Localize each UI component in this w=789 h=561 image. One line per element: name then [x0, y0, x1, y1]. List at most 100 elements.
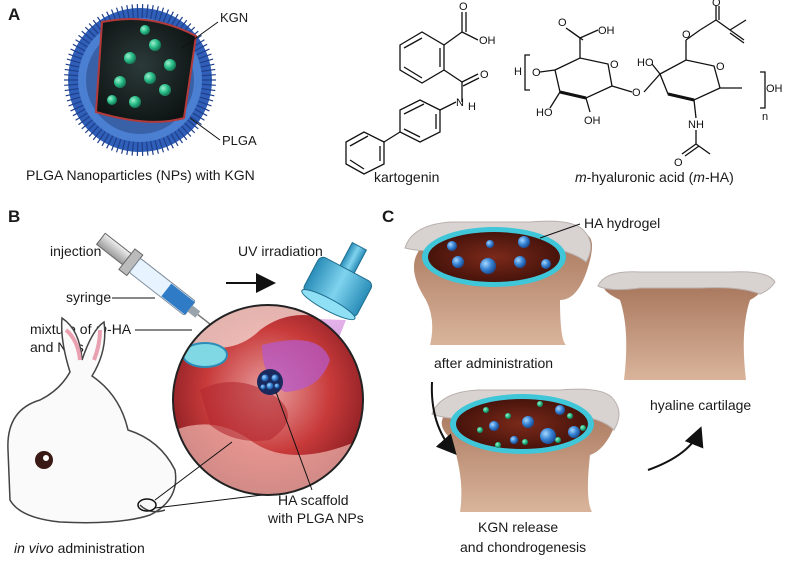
plga-chain-spike [121, 140, 126, 154]
ha-atom-ho-1: HO [536, 107, 553, 119]
m-ha-structure [524, 6, 766, 157]
plga-chain-spike [196, 104, 210, 112]
ha-caption-italic2: m [693, 169, 705, 185]
plga-chain-spike [162, 9, 170, 23]
plga-chain-spike [65, 63, 80, 68]
plga-chain-spike [158, 138, 165, 153]
plga-chain-spike [72, 108, 86, 117]
plga-chain-spike [201, 83, 216, 86]
ha-atom-o-link: O [632, 87, 641, 99]
syringe-illustration [95, 232, 224, 335]
plga-chain-spike [201, 74, 216, 77]
plga-chain-spike [84, 122, 96, 134]
ha-atom-h: H [514, 66, 522, 78]
plga-chain-spike [110, 137, 118, 151]
plga-chain-spike [200, 63, 215, 68]
kgn-atom-n: N [456, 97, 464, 109]
plga-chain-spike [170, 133, 179, 147]
plga-chain-spike [150, 5, 154, 20]
plga-chain-spike [192, 112, 205, 121]
plga-chain-spike [174, 131, 183, 144]
plga-chain-spike [170, 13, 179, 27]
plga-chain-spike [194, 43, 208, 52]
plga-chain-spike [101, 133, 110, 147]
plga-chain-spike [121, 6, 126, 20]
ha-atom-o-ester: O [682, 29, 691, 41]
plga-chain-spike [84, 26, 96, 38]
kgn-atom-oh: OH [479, 35, 496, 47]
plga-leader-line [189, 117, 221, 141]
plga-chain-spike [65, 92, 80, 97]
ha-atom-oh-end: OH [766, 83, 783, 95]
plga-chain-spike [106, 135, 114, 149]
zoom-line-upper [154, 441, 233, 501]
ha-atom-oh-1: OH [584, 115, 601, 127]
plga-chain-spike [92, 19, 103, 32]
in-vivo-italic: in vivo [14, 540, 54, 556]
label-after-administration: after administration [434, 355, 553, 371]
ha-atom-o-carbonyl: O [558, 17, 567, 29]
plga-chain-spike [166, 11, 174, 25]
joint-hyaline-cartilage [597, 271, 776, 380]
np-label-kgn: KGN [220, 10, 248, 25]
label-kgn-release-line2: and chondrogenesis [460, 539, 586, 555]
in-vivo-rest: administration [54, 540, 145, 556]
plga-chain-spike [88, 125, 99, 137]
plga-chain-spike [189, 115, 202, 126]
ha-caption-italic: m [575, 169, 587, 185]
plga-chain-spike [198, 100, 212, 107]
curved-arrow-down [430, 381, 457, 455]
plga-chain-spike [162, 137, 170, 151]
label-injection: injection [50, 243, 101, 259]
plga-chain-spike [199, 96, 214, 102]
panel-label-b: B [8, 207, 20, 226]
joint-after-administration [404, 220, 592, 345]
ha-repeat-n: n [762, 111, 768, 123]
ha-caption-rest: -hyaluronic acid ( [587, 169, 694, 185]
label-kgn-release-line1: KGN release [478, 519, 558, 535]
label-hyaline-cartilage: hyaline cartilage [650, 397, 751, 413]
plga-chain-spike [131, 4, 135, 19]
ha-caption-end: -HA) [705, 169, 734, 185]
plga-chain-spike [184, 122, 196, 134]
ha-atom-nh: NH [688, 119, 704, 131]
ha-atom-o-ring2: O [716, 61, 725, 73]
plga-chain-spike [158, 7, 165, 22]
plga-chain-spike [181, 125, 192, 137]
plga-chain-spike [81, 30, 93, 41]
plga-nanoparticle-illustration [64, 4, 216, 156]
plga-chain-spike [78, 115, 91, 126]
plga-chain-spike [88, 23, 99, 35]
ha-atom-oh-c6: OH [598, 25, 615, 37]
plga-chain-spike [78, 34, 91, 45]
np-label-plga: PLGA [222, 133, 257, 148]
label-ha-hydrogel: HA hydrogel [584, 215, 660, 231]
plga-chain-spike [194, 108, 208, 117]
plga-chain-spike [64, 83, 79, 86]
magnified-joint-view [172, 304, 364, 496]
plga-chain-spike [131, 141, 135, 156]
plga-chain-spike [126, 5, 130, 20]
ha-atom-ho-2: HO [637, 57, 654, 69]
np-caption: PLGA Nanoparticles (NPs) with KGN [26, 167, 255, 183]
plga-chain-spike [201, 68, 216, 72]
plga-chain-spike [97, 131, 106, 144]
curved-arrow-up [647, 426, 704, 471]
ha-caption: m-hyaluronic acid (m-HA) [575, 169, 734, 185]
rabbit-illustration [7, 316, 177, 524]
plga-chain-spike [64, 68, 79, 72]
plga-chain-spike [92, 128, 103, 141]
panel-label-a: A [8, 5, 20, 24]
plga-chain-spike [187, 119, 199, 130]
plga-chain-spike [126, 140, 130, 155]
plga-chain-spike [145, 141, 149, 156]
plga-chain-spike [68, 100, 82, 107]
plga-chain-spike [81, 119, 93, 130]
ha-atom-o-left: O [532, 67, 541, 79]
plga-chain-spike [64, 88, 79, 92]
label-scaffold-line1: HA scaffold [278, 492, 349, 508]
kgn-atom-o1: O [459, 1, 468, 13]
scaffold-leader-line [275, 391, 313, 491]
ha-atom-o-acetyl: O [674, 157, 683, 169]
